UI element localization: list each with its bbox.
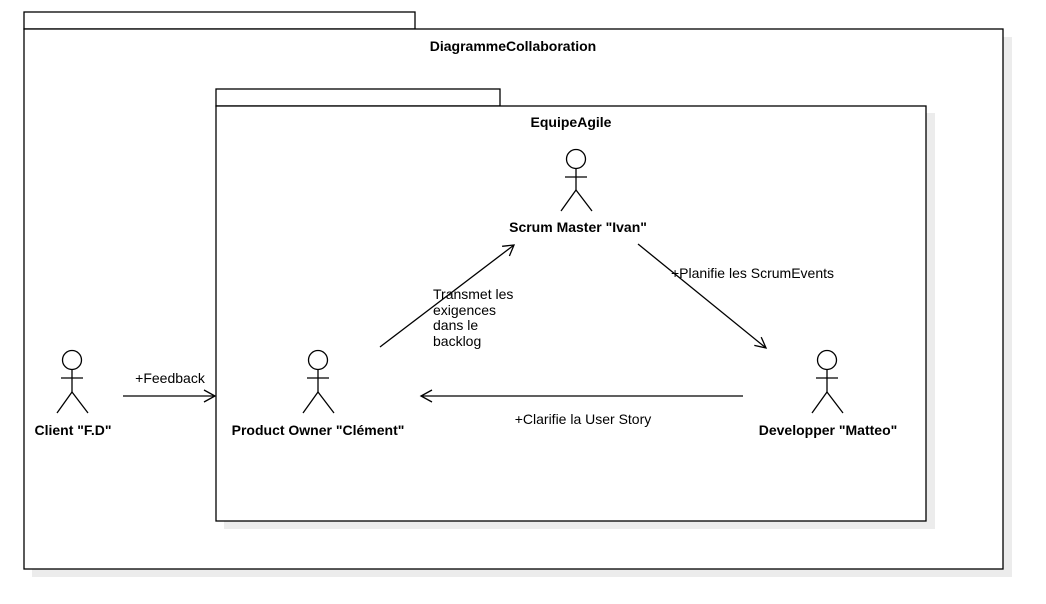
edge-planifie-line	[637, 243, 767, 349]
edge-feedback-arrowhead	[203, 389, 217, 403]
edge-transmet-arrowhead	[502, 244, 516, 257]
client-label: Client "F.D"	[34, 422, 111, 438]
inner-package-title: EquipeAgile	[531, 114, 612, 130]
inner-package-body	[215, 105, 927, 522]
edge-planifie-label: +Planifie les ScrumEvents	[671, 265, 834, 281]
edge-clarifie	[419, 389, 743, 403]
actor-scrum-master: Scrum Master "Ivan"	[509, 148, 647, 235]
edge-transmet-line	[379, 244, 515, 348]
edge-planifie	[637, 243, 768, 349]
developer-label: Developper "Matteo"	[759, 422, 898, 438]
inner-package: EquipeAgile	[215, 88, 935, 529]
edge-clarifie-arrowhead	[419, 389, 433, 403]
edge-transmet-label: Transmet les exigences dans le backlog	[433, 286, 517, 349]
scrum-master-stick-figure-icon	[560, 148, 593, 212]
edge-transmet-label-line: dans le	[433, 317, 478, 333]
product-owner-label: Product Owner "Clément"	[232, 422, 405, 438]
edge-transmet-label-line: Transmet les	[433, 286, 513, 302]
inner-package-tab	[215, 88, 501, 107]
edge-planifie-arrowhead	[754, 336, 768, 349]
scrum-master-label: Scrum Master "Ivan"	[509, 219, 647, 235]
edge-transmet-label-line: exigences	[433, 302, 496, 318]
actor-developer: Developper "Matteo"	[759, 349, 898, 438]
actor-client: Client "F.D"	[34, 349, 112, 438]
edge-feedback	[123, 389, 217, 403]
outer-package-tab	[23, 11, 416, 30]
edge-feedback-label: +Feedback	[135, 370, 206, 386]
actor-product-owner: Product Owner "Clément"	[232, 349, 405, 438]
outer-package-title: DiagrammeCollaboration	[430, 38, 596, 54]
edge-transmet	[379, 244, 516, 348]
edge-transmet-label-line: backlog	[433, 333, 481, 349]
product-owner-stick-figure-icon	[302, 349, 335, 414]
client-stick-figure-icon	[56, 349, 89, 414]
edge-clarifie-label: +Clarifie la User Story	[515, 411, 652, 427]
developer-stick-figure-icon	[811, 349, 844, 414]
